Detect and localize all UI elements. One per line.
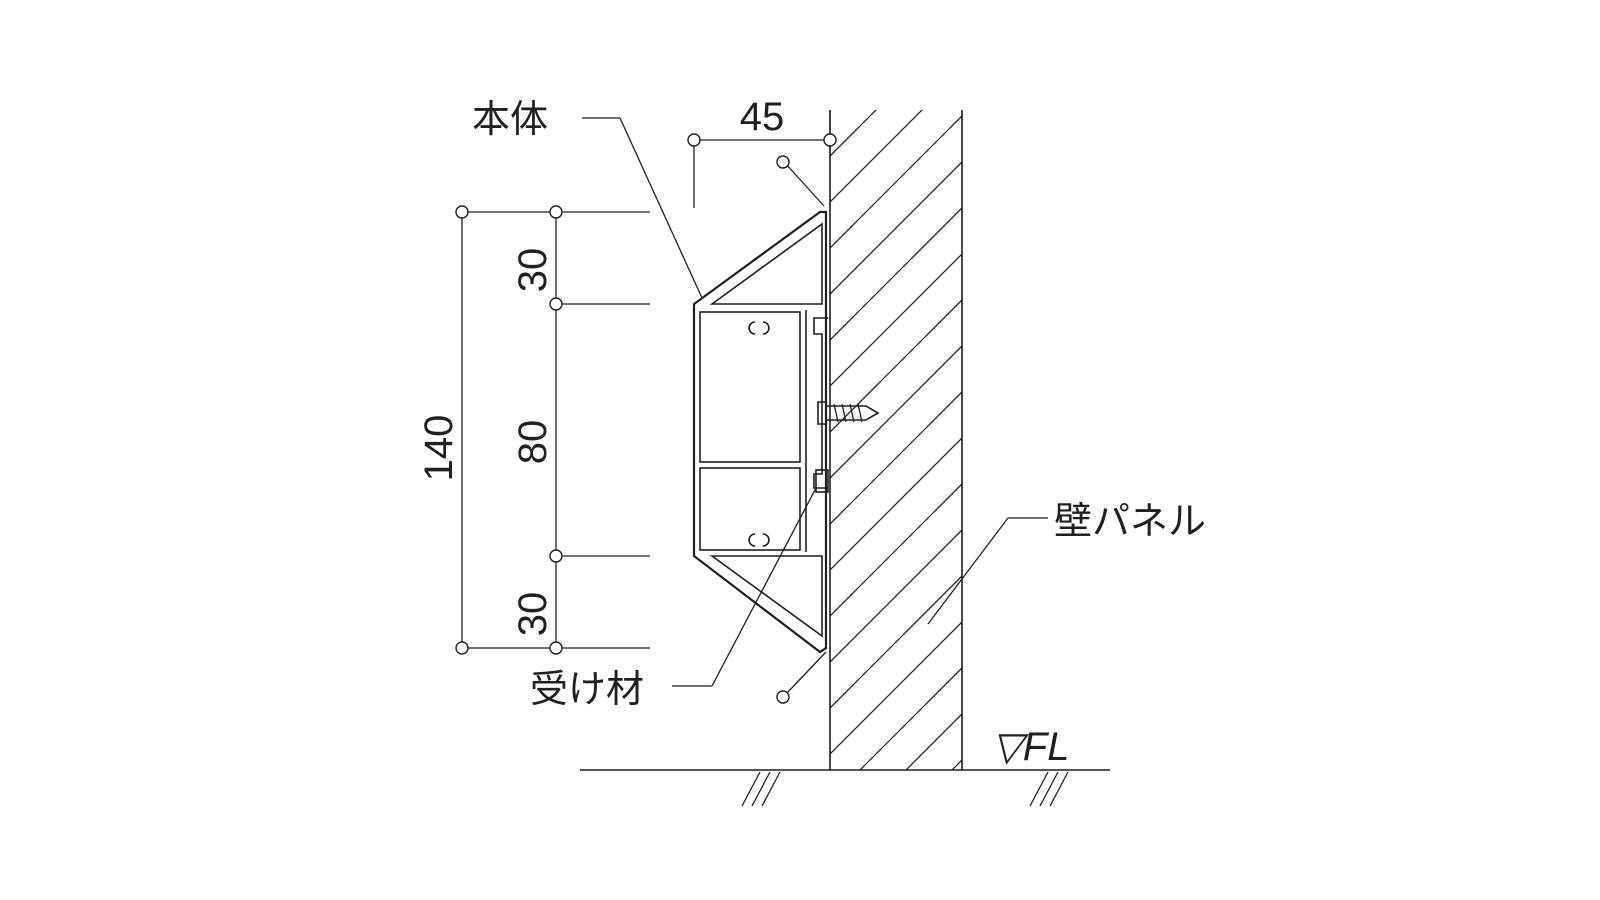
label-wall-panel: 壁パネル bbox=[1054, 501, 1206, 543]
dimension-total: 140 bbox=[417, 205, 469, 655]
ground-hatch bbox=[751, 771, 771, 807]
leader-receiver: 受け材 bbox=[530, 487, 817, 711]
leader-body-diagonal bbox=[619, 117, 703, 299]
dim-total-dot-bottom bbox=[455, 641, 469, 655]
receiver-clip bbox=[815, 469, 829, 493]
screw bbox=[817, 401, 880, 425]
dim-chain-dot bbox=[549, 205, 563, 219]
edge-markers bbox=[776, 155, 827, 704]
leader-receiver-diagonal bbox=[711, 487, 817, 687]
wall-hatch-line bbox=[830, 437, 962, 571]
screw-thread bbox=[857, 403, 863, 423]
wall-hatch-line bbox=[830, 161, 962, 295]
wall-hatch-line bbox=[830, 115, 962, 249]
screw-boss-lower bbox=[748, 533, 770, 547]
profile-lower-chamber bbox=[699, 467, 801, 551]
wall-hatch-line bbox=[830, 391, 962, 525]
leader-wall-diagonal bbox=[927, 517, 1009, 625]
receiver-upper-hook bbox=[813, 317, 828, 456]
dim-bottom-text: 30 bbox=[511, 592, 555, 637]
wall-panel bbox=[829, 110, 963, 770]
floor bbox=[580, 769, 1110, 807]
dim-chain-dot bbox=[549, 297, 563, 311]
profile-upper-chamber bbox=[699, 311, 801, 463]
dim-total-dot-top bbox=[455, 205, 469, 219]
screw-boss-upper bbox=[748, 321, 770, 335]
wall-hatch-line bbox=[830, 621, 962, 755]
dim-top-text: 30 bbox=[511, 248, 555, 293]
ground-hatch bbox=[761, 771, 781, 807]
ground-hatch bbox=[1039, 771, 1059, 807]
dim-width-text: 45 bbox=[740, 95, 785, 139]
label-body: 本体 bbox=[472, 99, 548, 141]
wall-hatch-line bbox=[830, 483, 962, 617]
baseboard-profile bbox=[692, 210, 828, 654]
wall-hatch-line bbox=[830, 345, 962, 479]
ground-hatch bbox=[1049, 771, 1069, 807]
top-edge-leader bbox=[785, 163, 825, 207]
dim-middle-text: 80 bbox=[511, 420, 555, 465]
dim-chain-dot bbox=[549, 549, 563, 563]
label-floor-level: ▽FL bbox=[992, 725, 1069, 769]
bottom-edge-dot bbox=[776, 690, 790, 704]
dimension-chain: 30 80 30 bbox=[511, 205, 563, 655]
screw-thread bbox=[841, 403, 847, 423]
wall-hatch-line bbox=[830, 110, 831, 111]
wall-hatch-line bbox=[830, 207, 962, 341]
wall-hatch-line bbox=[859, 667, 962, 770]
label-receiver: 受け材 bbox=[530, 669, 644, 711]
dim-width-dot-right bbox=[823, 133, 837, 147]
wall-hatch-line bbox=[830, 110, 877, 157]
receiver-lower-hook bbox=[813, 456, 828, 489]
wall-hatch-line bbox=[830, 110, 923, 203]
wall-hatch-line bbox=[830, 529, 962, 663]
ground-hatch bbox=[741, 771, 761, 807]
top-edge-dot bbox=[776, 155, 790, 169]
ground-hatch bbox=[1029, 771, 1049, 807]
wall-hatch-line bbox=[830, 299, 962, 433]
wall-hatch-line bbox=[905, 713, 962, 770]
dim-chain-dot bbox=[549, 641, 563, 655]
screw-thread bbox=[849, 403, 855, 423]
profile-outer bbox=[692, 210, 828, 654]
screw-head bbox=[817, 401, 827, 425]
profile-top-cavity bbox=[709, 222, 823, 305]
screw-shank bbox=[825, 405, 880, 421]
bottom-edge-leader bbox=[785, 651, 827, 695]
leader-body: 本体 bbox=[472, 99, 703, 299]
wall-hatch-line bbox=[830, 575, 962, 709]
dim-total-text: 140 bbox=[417, 415, 461, 482]
dimension-width: 45 bbox=[687, 95, 837, 208]
wall-hatch bbox=[830, 110, 962, 770]
wall-hatch-line bbox=[951, 759, 962, 770]
screw-thread bbox=[833, 403, 839, 423]
wall-hatch-line bbox=[830, 253, 962, 387]
receiver-member bbox=[813, 317, 829, 493]
dim-width-dot-left bbox=[687, 133, 701, 147]
profile-bottom-cavity bbox=[709, 555, 823, 638]
leader-wall-panel: 壁パネル bbox=[927, 501, 1206, 625]
